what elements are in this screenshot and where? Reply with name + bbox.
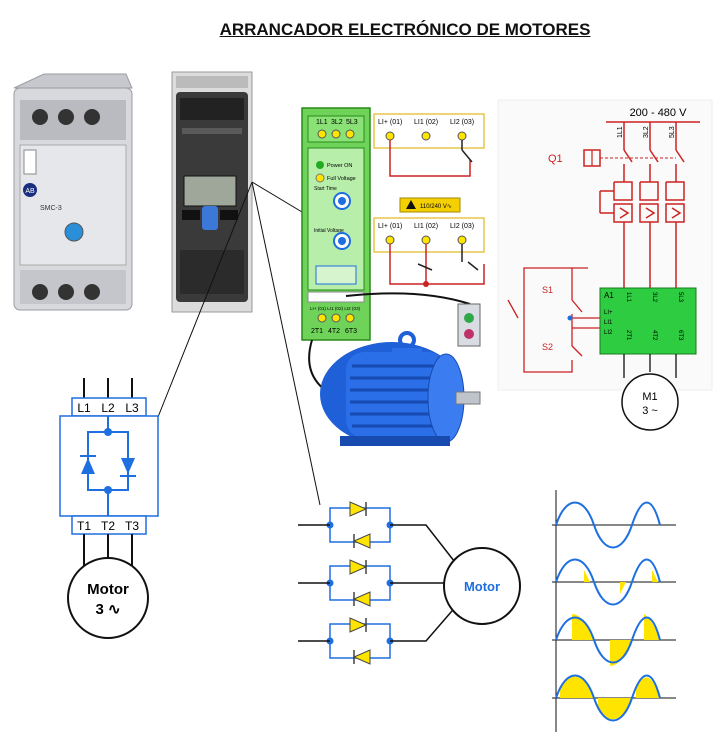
motor-m1-phase: 3 ~ [642, 405, 658, 417]
control-module: 1L1 3L2 5L3 Power ON Full Voltage Start … [301, 107, 371, 341]
power-on-led-icon [316, 161, 324, 169]
brand-logo-text: AB [25, 188, 35, 195]
keypad-icon [202, 206, 218, 230]
line-label-3l2: 3L2 [643, 126, 650, 138]
cb1-terminal-li2: LI2 (03) [450, 119, 474, 126]
left-triac-schematic: L1 L2 L3 T1 T2 T3 Motor 3 ∿ [59, 378, 159, 639]
left-motor-phase: 3 ∿ [95, 601, 120, 618]
waveform-full-conduction [552, 662, 676, 732]
scr-forward-icon-2 [349, 559, 368, 575]
left-motor-label: Motor [87, 581, 129, 598]
knob2-label: Initial Voltage [314, 228, 344, 234]
cb1-terminal-li-plus: LI+ (01) [378, 119, 402, 126]
switch-contact-icon [461, 149, 473, 163]
cb2-terminal-li1: LI1 (02) [414, 223, 438, 230]
scr-forward-icon-1 [349, 501, 368, 517]
block-bottom-2t1: 2T1 [625, 330, 631, 341]
stop-contact-icon [417, 263, 433, 271]
module-terminal-4t2: 4T2 [328, 328, 340, 335]
triac-diode-up-icon [81, 458, 95, 474]
supply-voltage: 200 - 480 V [630, 107, 688, 119]
scr-reverse-icon-2 [352, 591, 371, 607]
scr-reverse-icon-3 [352, 649, 371, 665]
motor-symbol-center [443, 547, 521, 625]
pushbutton-station [457, 303, 481, 347]
waveform-full [552, 490, 676, 560]
module-control-strip: LI+ (01) LI1 (02) LI2 (03) [310, 306, 361, 311]
warning-text: 110/240 V∿ [420, 204, 452, 210]
thyristor-diagram: Motor [298, 501, 521, 665]
switch-s2-label: S2 [542, 342, 553, 352]
warning-label: 110/240 V∿ [399, 197, 461, 213]
motor-m1-label: M1 [642, 391, 657, 403]
line-label-5l3: 5L3 [669, 126, 676, 138]
stop-button-icon [464, 329, 474, 339]
breaker-label: Q1 [548, 153, 563, 165]
module-terminal-6t3: 6T3 [345, 328, 357, 335]
module-terminal-5l3: 5L3 [346, 119, 358, 126]
block-input-li-plus: LI+ [604, 310, 613, 316]
warning-triangle-icon [406, 200, 416, 209]
module-terminal-1l1: 1L1 [316, 119, 328, 126]
input-l3: L3 [125, 401, 139, 415]
waveform-mid-conduction [552, 606, 676, 672]
abb-soft-starter-photo [171, 71, 253, 313]
block-bottom-6t3: 6T3 [677, 330, 683, 341]
cb1-terminal-li1: LI1 (02) [414, 119, 438, 126]
output-t3: T3 [125, 519, 139, 533]
input-l2: L2 [101, 401, 115, 415]
switch-s1-label: S1 [542, 285, 553, 295]
model-label: SMC-3 [40, 205, 62, 212]
output-t1: T1 [77, 519, 91, 533]
control-wiring-3wire: LI+ (01) LI1 (02) LI2 (03) [373, 217, 485, 287]
start-button-icon [464, 313, 474, 323]
cb2-terminal-li-plus: LI+ (01) [378, 223, 402, 230]
led-power-label: Power ON [327, 163, 352, 169]
triac-diode-down-icon [121, 458, 135, 474]
line-label-1l1: 1L1 [617, 126, 624, 138]
smc3-starter-photo: AB SMC-3 [13, 73, 133, 311]
page-title: ARRANCADOR ELECTRÓNICO DE MOTORES [219, 20, 591, 39]
power-schematic: 200 - 480 V 1L1 3L2 5L3 Q1 [497, 99, 713, 431]
module-terminal-3l2: 3L2 [331, 119, 343, 126]
cb2-terminal-li2: LI2 (03) [450, 223, 474, 230]
induction-motor-illustration [320, 331, 481, 446]
knob1-label: Start Time [314, 186, 337, 192]
control-wiring-2wire: LI+ (01) LI1 (02) LI2 (03) [373, 113, 485, 177]
scr-forward-icon-3 [349, 617, 368, 633]
ab-logo-icon [23, 183, 37, 197]
motor-m1-symbol [621, 373, 679, 431]
block-input-li2: LI2 [604, 330, 613, 336]
s1-contact-icon [507, 299, 519, 319]
motor-symbol-left [67, 557, 149, 639]
control-cable [345, 292, 471, 305]
full-voltage-led-icon [315, 173, 325, 183]
start-contact-icon [467, 261, 479, 271]
block-bottom-4t2: 4T2 [651, 330, 657, 341]
block-top-3l2: 3L2 [651, 292, 657, 303]
block-top-1l1: 1L1 [625, 292, 631, 303]
lcd-display [183, 175, 237, 207]
output-t2: T2 [101, 519, 115, 533]
block-input-li1: LI1 [604, 320, 613, 326]
led-full-voltage-label: Full Voltage [327, 176, 356, 182]
waveform-panel [552, 490, 676, 732]
input-l1: L1 [77, 401, 91, 415]
module-terminal-2t1: 2T1 [311, 328, 323, 335]
scr-reverse-icon-1 [352, 533, 371, 549]
block-top-5l3: 5L3 [677, 292, 683, 303]
adjust-dial-icon [64, 222, 84, 242]
block-label: A1 [604, 291, 614, 300]
center-motor-label: Motor [464, 579, 500, 594]
waveform-low-conduction [552, 550, 676, 612]
